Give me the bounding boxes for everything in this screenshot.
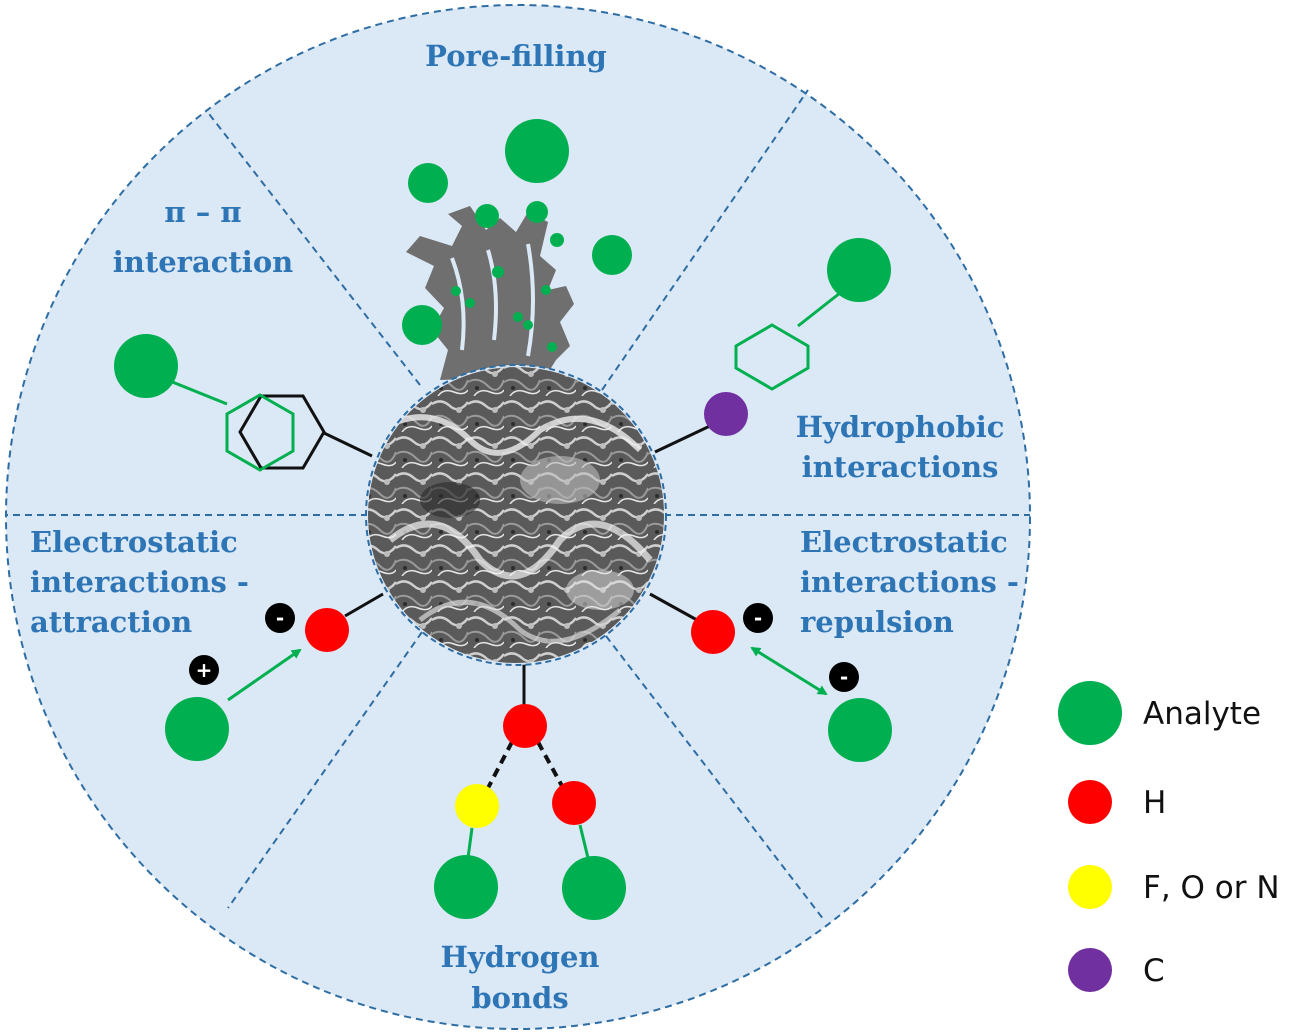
legend-label: H <box>1143 785 1166 821</box>
legend-label: Analyte <box>1143 696 1261 732</box>
hydrophobic-label-line2: interactions <box>802 450 999 484</box>
repulsion-label-line3: repulsion <box>800 605 954 639</box>
hydrogen-dot <box>503 704 547 748</box>
legend-item-analyte: Analyte <box>1058 681 1261 745</box>
pore-filling-segment: Pore-filling <box>402 39 632 380</box>
attraction-label-line2: interactions - <box>30 565 249 599</box>
legend-item-heteroatom: F, O or N <box>1068 865 1280 909</box>
analyte-dot-icon <box>1058 681 1122 745</box>
carbon-dot-icon <box>1068 948 1112 992</box>
electrostatic-repulsion-segment: Electrostatic interactions - repulsion -… <box>649 525 1019 762</box>
positive-charge-badge <box>189 655 219 685</box>
analyte-dot <box>562 856 626 920</box>
bond-line <box>323 431 373 458</box>
negative-charge-sign: - <box>754 606 762 630</box>
analyte-link <box>578 824 590 859</box>
legend-label: F, O or N <box>1143 870 1280 906</box>
legend-item-hydrogen: H <box>1068 780 1166 824</box>
analyte-dot <box>402 305 442 345</box>
hydrophobic-label-line1: Hydrophobic <box>796 410 1005 444</box>
pore-filling-label: Pore-filling <box>425 39 607 73</box>
analyte-dot <box>828 698 892 762</box>
legend-label: C <box>1143 953 1165 989</box>
legend-item-carbon: C <box>1068 948 1165 992</box>
legend: Analyte H F, O or N C <box>1058 681 1280 992</box>
positive-charge-sign: + <box>196 658 213 682</box>
hydrogen-dot <box>691 610 735 654</box>
carbon-dot <box>704 392 748 436</box>
hydrogen-dot <box>305 608 349 652</box>
analyte-dot <box>523 320 533 330</box>
analyte-link <box>797 291 841 328</box>
analyte-dot <box>547 342 557 352</box>
bond-line <box>654 423 713 454</box>
repulsion-arrow <box>750 646 828 696</box>
analyte-dot <box>526 201 548 223</box>
hydrogen-dot-icon <box>1068 780 1112 824</box>
negative-charge-badge <box>829 662 859 692</box>
black-benzene-ring <box>238 394 326 470</box>
hydrogen-bonds-label-line1: Hydrogen <box>441 940 600 974</box>
analyte-dot <box>592 235 632 275</box>
negative-charge-sign: - <box>840 665 848 689</box>
hydrogen-bonds-label-line2: bonds <box>471 981 568 1015</box>
bond-line <box>649 592 698 622</box>
divider-lower-left <box>227 631 423 909</box>
green-benzene-ring <box>225 393 295 472</box>
attraction-label-line3: attraction <box>30 605 192 639</box>
hydrogen-bond-dashed <box>486 741 514 789</box>
analyte-dot <box>505 119 569 183</box>
analyte-dot <box>451 286 461 296</box>
heteroatom-dot <box>455 784 499 828</box>
hydrogen-bond-dashed <box>536 741 564 787</box>
hydrogen-dot <box>552 781 596 825</box>
repulsion-label-line1: Electrostatic <box>800 525 1008 559</box>
hydrogen-bonds-segment: Hydrogen bonds <box>434 664 626 1015</box>
analyte-dot <box>434 855 498 919</box>
analyte-dot <box>541 285 551 295</box>
bond-line <box>344 592 384 618</box>
analyte-dot <box>114 334 178 398</box>
pi-pi-label-line1: π – π <box>164 195 241 229</box>
repulsion-label-line2: interactions - <box>800 565 1019 599</box>
pi-pi-segment: π – π interaction <box>113 195 373 472</box>
segment-dividers <box>6 89 1030 921</box>
divider-upper-right <box>601 89 809 391</box>
electrostatic-attraction-segment: Electrostatic interactions - attraction … <box>30 525 384 761</box>
attraction-arrow <box>227 648 302 702</box>
analyte-dot <box>165 697 229 761</box>
hydrophobic-segment: Hydrophobic interactions <box>654 238 1005 484</box>
negative-charge-badge <box>743 603 773 633</box>
analyte-dot <box>475 204 499 228</box>
heteroatom-dot-icon <box>1068 865 1112 909</box>
attraction-label-line1: Electrostatic <box>30 525 238 559</box>
analyte-dot <box>492 266 504 278</box>
sem-micrograph <box>365 364 667 666</box>
pore-channels <box>450 243 535 357</box>
negative-charge-badge <box>265 603 295 633</box>
divider-upper-left <box>205 109 421 386</box>
green-cyclohexane-ring <box>734 323 810 391</box>
analyte-dot <box>408 163 448 203</box>
analyte-dot <box>465 298 475 308</box>
pi-pi-label-line2: interaction <box>113 245 294 279</box>
analyte-dot <box>827 238 891 302</box>
analyte-dot <box>513 312 523 322</box>
negative-charge-sign: - <box>276 606 284 630</box>
analyte-link <box>466 827 474 859</box>
analyte-dot <box>550 233 564 247</box>
